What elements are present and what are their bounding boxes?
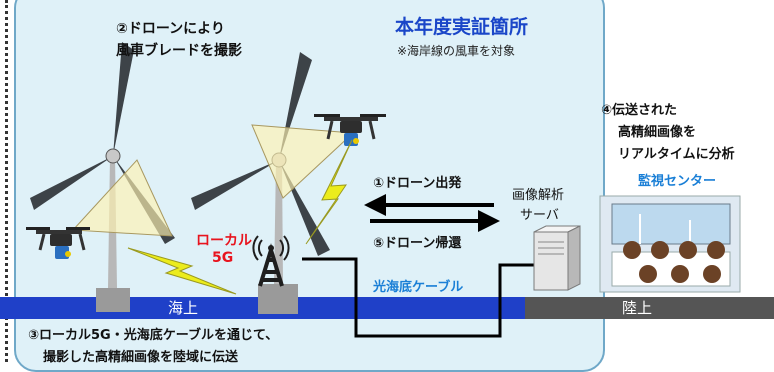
camera-view-cone-1	[71, 159, 173, 237]
step5-label: ⑤ドローン帰還	[373, 236, 462, 251]
step4-line2: 高精細画像を	[618, 125, 697, 140]
step4-line3: リアルタイムに分析	[618, 147, 735, 162]
antenna-tower-icon	[252, 235, 290, 287]
step3-line1: ③ローカル5G・光海底ケーブルを通じて、	[28, 328, 279, 343]
land-label: 陸上	[622, 299, 653, 317]
lightning-bolt-2-icon	[305, 139, 353, 245]
wind-turbine-1-icon	[30, 42, 175, 312]
wind-turbine-2-icon	[191, 52, 330, 314]
step4-line1: ④伝送された	[601, 103, 678, 118]
step1-label: ①ドローン出発	[373, 176, 462, 191]
server-icon	[533, 225, 581, 291]
step2-line1: ②ドローンにより	[116, 21, 225, 37]
drone-1-icon	[26, 227, 90, 259]
cable-label: 光海底ケーブル	[373, 280, 464, 295]
page-title: 本年度実証箇所	[395, 16, 529, 38]
drone-2-icon	[314, 114, 386, 146]
arrow-right-icon	[478, 210, 500, 232]
server-label-line1: 画像解析	[512, 188, 565, 203]
server-label-line2: サーバ	[520, 208, 559, 223]
step2-line2: 風車ブレードを撮影	[116, 43, 242, 59]
monitoring-center-icon	[599, 195, 741, 293]
divider-dotted-line	[5, 0, 8, 362]
sea-label: 海上	[168, 299, 199, 317]
subtitle: ※海岸線の風車を対象	[397, 44, 516, 58]
flight-arrows	[364, 194, 500, 232]
local5g-label-line1: ローカル	[196, 233, 252, 249]
arrow-left-icon	[364, 194, 386, 216]
step3-line2: 撮影した高精細画像を陸域に伝送	[43, 350, 239, 365]
land-band	[525, 297, 774, 319]
lightning-bolt-1-icon	[127, 247, 237, 295]
monitoring-center-label: 監視センター	[638, 174, 717, 189]
submarine-cable-line	[302, 257, 534, 338]
local5g-label-line2: 5G	[212, 250, 234, 266]
camera-view-cone-2	[251, 124, 355, 199]
